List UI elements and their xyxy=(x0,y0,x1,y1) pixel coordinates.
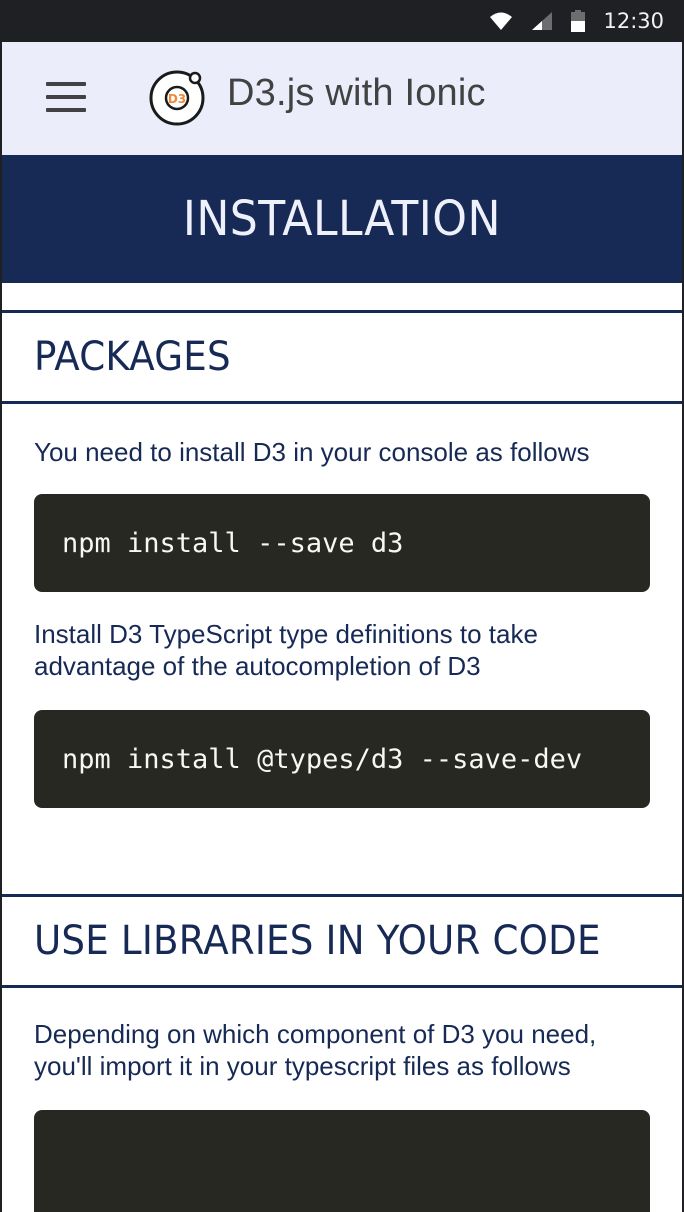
section-use-libraries: USE LIBRARIES IN YOUR CODE Depending on … xyxy=(2,894,682,1212)
paragraph: Install D3 TypeScript type definitions t… xyxy=(34,619,538,681)
hamburger-menu-icon[interactable] xyxy=(46,82,86,112)
d3-ionic-logo: D3 xyxy=(149,70,205,126)
section-title: PACKAGES xyxy=(34,334,231,380)
svg-text:D3: D3 xyxy=(168,92,186,106)
page-title: INSTALLATION xyxy=(182,191,502,247)
section-header: PACKAGES xyxy=(2,310,682,404)
battery-icon xyxy=(571,10,586,32)
status-bar: 12:30 xyxy=(0,0,684,42)
paragraph: Depending on which component of D3 you n… xyxy=(34,1019,597,1081)
app-title: D3.js with Ionic xyxy=(227,72,486,114)
code-block[interactable]: npm install --save d3 xyxy=(34,494,650,592)
paragraph: You need to install D3 in your console a… xyxy=(34,437,590,467)
page-header: INSTALLATION xyxy=(2,155,682,283)
section-packages: PACKAGES You need to install D3 in your … xyxy=(2,310,682,894)
spacer xyxy=(2,283,682,310)
section-body: Depending on which component of D3 you n… xyxy=(2,988,682,1212)
clock: 12:30 xyxy=(603,9,664,33)
section-body: You need to install D3 in your console a… xyxy=(2,404,682,894)
section-title: USE LIBRARIES IN YOUR CODE xyxy=(34,918,601,964)
toolbar: D3 D3.js with Ionic xyxy=(2,42,682,155)
app-window: D3 D3.js with Ionic INSTALLATION PACKAGE… xyxy=(2,42,682,1212)
code-block[interactable]: import * as d3 from 'd3-selection'; impo… xyxy=(34,1110,650,1212)
section-header: USE LIBRARIES IN YOUR CODE xyxy=(2,894,682,988)
code-block[interactable]: npm install @types/d3 --save-dev xyxy=(34,710,650,808)
wifi-icon xyxy=(490,12,513,30)
cell-signal-icon xyxy=(532,12,553,30)
